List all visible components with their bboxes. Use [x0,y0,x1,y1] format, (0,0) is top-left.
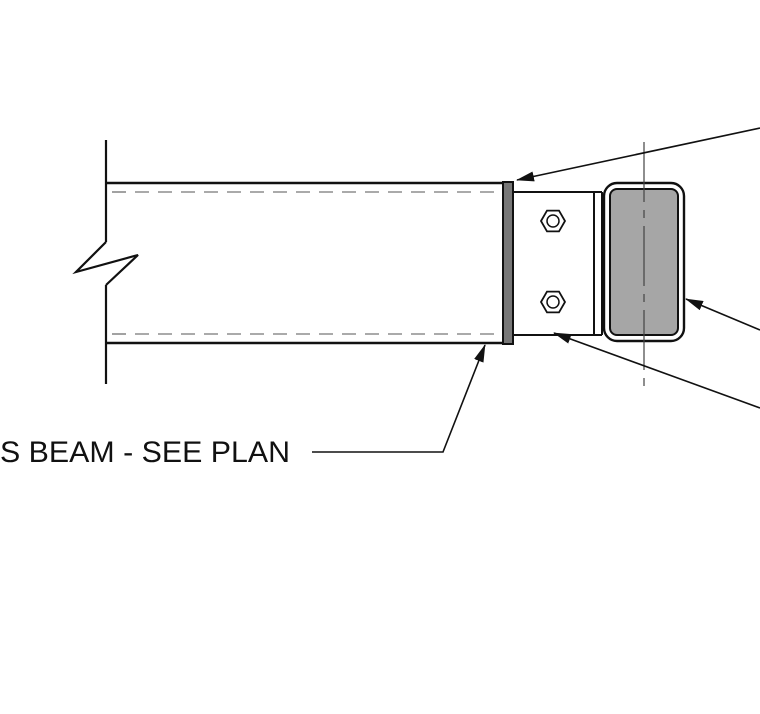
end-plate [502,181,514,345]
beam-callout-label: S BEAM - SEE PLAN [0,436,290,469]
break-line [72,140,139,384]
bolt-bottom [539,290,567,314]
leader-clip-angle [553,332,760,409]
leader-end-plate [516,127,760,182]
leader-beam [312,344,486,453]
beam-body [106,181,504,345]
bolt-top [539,209,567,233]
leader-tube [685,298,760,331]
